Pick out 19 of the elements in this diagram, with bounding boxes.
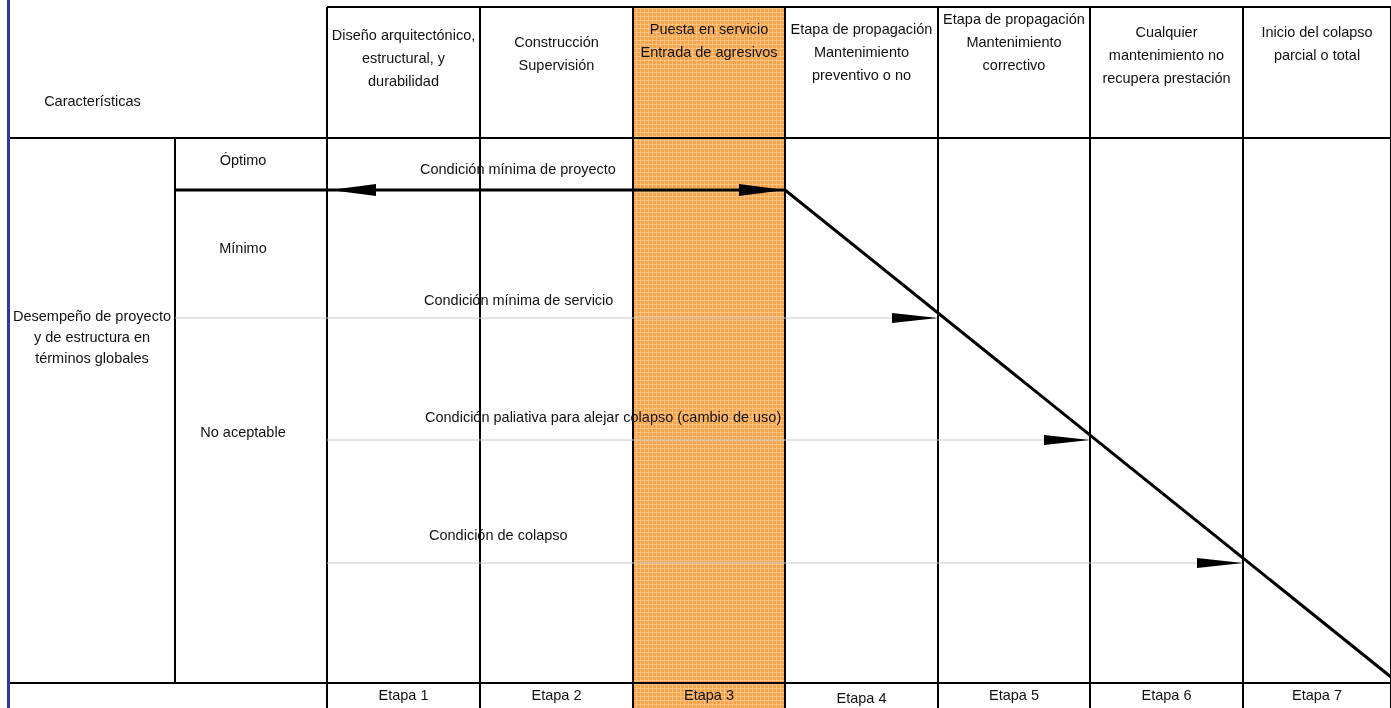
column-header: Características: [43, 92, 142, 111]
row-label: No aceptable: [199, 423, 287, 442]
column-header: Cualquier mantenimiento no recupera prestación: [1101, 23, 1232, 88]
column-header: Etapa de propagación Mantenimiento correctivo: [942, 10, 1086, 75]
stage-label: Etapa 7: [1291, 686, 1343, 705]
row-header: Desempeño de proyecto y de estructura en términos globales: [12, 307, 172, 368]
row-label: Óptimo: [218, 151, 268, 170]
stage-label: Etapa 6: [1140, 686, 1193, 705]
stage-label: Etapa 5: [988, 686, 1040, 705]
column-header: Construcción Supervisión: [513, 33, 600, 75]
row-label: Mínimo: [218, 239, 268, 258]
stage-label: Etapa 3: [683, 686, 735, 705]
column-header: Puesta en servicio Entrada de agresivos: [639, 20, 779, 62]
stage-label: Etapa 1: [377, 686, 430, 705]
stage-label: Etapa 2: [530, 686, 583, 705]
column-header: Diseño arquitectónico, estructural, y durabilidad: [330, 26, 477, 91]
stage-label: Etapa 4: [835, 689, 888, 708]
column-header: Inicio del colapso parcial o total: [1260, 23, 1374, 65]
column-header: Etapa de propagación Mantenimiento preventivo o no: [789, 20, 934, 85]
